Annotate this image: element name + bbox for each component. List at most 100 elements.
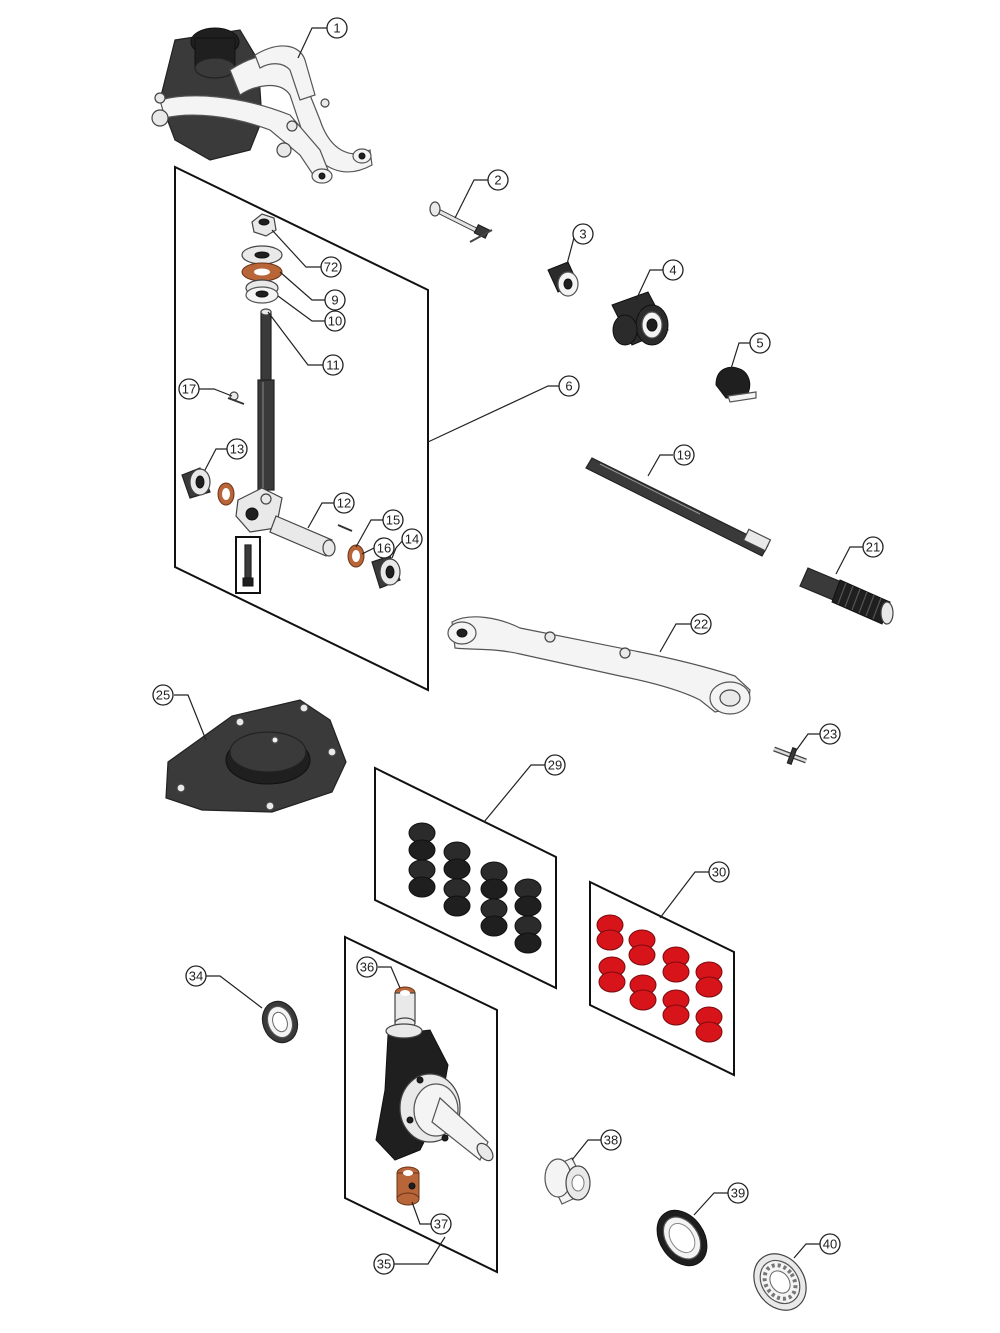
callout-bubble: [862, 536, 884, 558]
callout-30: 30: [708, 861, 730, 883]
part-14-bush: [371, 555, 401, 589]
callout-number: 37: [434, 1217, 448, 1232]
part-36-kingpin-upper: [394, 986, 416, 1029]
callout-bubble: [185, 965, 207, 987]
callout-number: 40: [823, 1237, 837, 1252]
callout-bubble: [326, 17, 348, 39]
kit-panel-6: [174, 165, 429, 692]
callout-bubble: [487, 169, 509, 191]
part-29-bush-set: [408, 822, 542, 954]
callout-number: 3: [579, 227, 586, 242]
callout-bubble: [708, 861, 730, 883]
callout-number: 11: [326, 358, 340, 373]
callout-number: 4: [669, 263, 676, 278]
callout-bubble: [662, 259, 684, 281]
part-3-bush: [547, 261, 579, 297]
callout-72: 72: [320, 256, 342, 278]
callout-number: 9: [331, 293, 338, 308]
callout-bubble: [572, 223, 594, 245]
callout-bubble: [324, 289, 346, 311]
callout-number: 6: [565, 379, 572, 394]
callout-number: 72: [324, 260, 338, 275]
part-39-seal: [656, 1209, 708, 1267]
callout-14: 14: [401, 528, 423, 550]
part-25-cover-plate: [165, 699, 347, 813]
callout-number: 30: [712, 865, 726, 880]
part-35-stub-axle: [375, 1023, 494, 1162]
callout-bubble: [333, 492, 355, 514]
callout-bubble: [544, 754, 566, 776]
part-72-nut: [251, 213, 277, 237]
callout-bubble: [373, 1253, 395, 1275]
callout-10: 10: [324, 310, 346, 332]
callout-13: 13: [226, 438, 248, 460]
callout-5: 5: [749, 332, 771, 354]
callout-number: 14: [405, 532, 419, 547]
callout-21: 21: [862, 536, 884, 558]
callout-labels: 1234567291011171312151614192122232529303…: [152, 17, 884, 1275]
kit-panel-30: [589, 880, 735, 1077]
callout-bubble: [324, 310, 346, 332]
callout-number: 38: [604, 1133, 618, 1148]
callout-25: 25: [152, 684, 174, 706]
callout-number: 12: [337, 496, 351, 511]
callout-2: 2: [487, 169, 509, 191]
part-12-pin: [269, 515, 336, 557]
callout-number: 25: [156, 688, 170, 703]
leader-lines: [174, 27, 863, 1265]
bolt-inset: [235, 536, 261, 594]
part-23-pin: [773, 746, 807, 765]
part-1-steering-box: [151, 27, 373, 184]
callout-bubble: [178, 378, 200, 400]
part-9-washer: [241, 245, 283, 282]
callout-12: 12: [333, 492, 355, 514]
callout-number: 22: [694, 617, 708, 632]
callout-number: 36: [360, 960, 374, 975]
part-30-bush-set: [596, 914, 723, 1043]
part-22-drag-link: [447, 616, 751, 715]
part-13-bush: [181, 467, 235, 506]
callout-bubble: [819, 1233, 841, 1255]
callout-bubble: [152, 684, 174, 706]
part-15-pin: [337, 524, 353, 532]
callout-number: 17: [182, 382, 196, 397]
callout-bubble: [690, 613, 712, 635]
callout-19: 19: [673, 444, 695, 466]
callout-bubble: [727, 1182, 749, 1204]
part-38-bush: [544, 1157, 591, 1205]
callout-16: 16: [373, 537, 395, 559]
callout-number: 39: [731, 1186, 745, 1201]
callout-bubble: [373, 537, 395, 559]
callout-bubble: [382, 509, 404, 531]
callout-23: 23: [819, 723, 841, 745]
part-10-washer: [245, 279, 279, 304]
callout-bubble: [430, 1213, 452, 1235]
part-4-bush: [611, 291, 669, 346]
callout-39: 39: [727, 1182, 749, 1204]
callout-29: 29: [544, 754, 566, 776]
callout-number: 35: [377, 1257, 391, 1272]
callout-bubble: [558, 375, 580, 397]
callout-number: 1: [333, 21, 340, 36]
part-34-seal: [261, 1000, 299, 1044]
callout-11: 11: [322, 354, 344, 376]
callout-number: 34: [189, 969, 203, 984]
callout-17: 17: [178, 378, 200, 400]
callout-bubble: [226, 438, 248, 460]
callout-4: 4: [662, 259, 684, 281]
callout-38: 38: [600, 1129, 622, 1151]
callout-bubble: [600, 1129, 622, 1151]
part-19-shaft: [585, 457, 772, 557]
callout-bubble: [819, 723, 841, 745]
part-21-worm: [799, 567, 894, 625]
part-11-shaft: [257, 308, 275, 491]
part-2-bolt: [429, 201, 493, 243]
callout-number: 2: [494, 173, 501, 188]
part-17-clip: [227, 391, 245, 405]
callout-number: 29: [548, 758, 562, 773]
callout-22: 22: [690, 613, 712, 635]
callout-number: 15: [386, 513, 400, 528]
part-5-cap: [715, 366, 757, 403]
callout-bubble: [356, 956, 378, 978]
